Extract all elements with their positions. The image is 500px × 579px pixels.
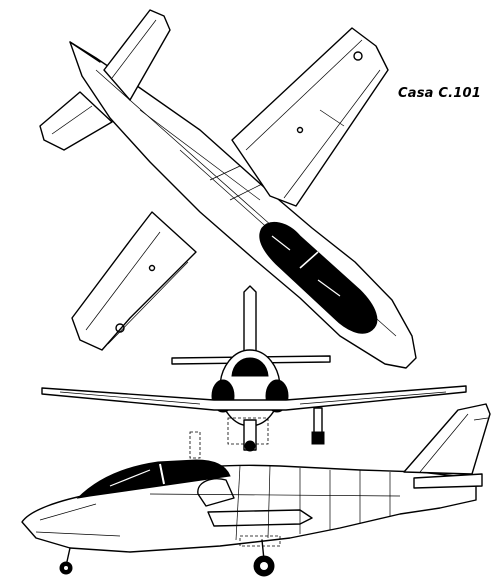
aircraft-title: Casa C.101 <box>398 86 481 101</box>
side-canopy <box>76 459 231 499</box>
side-tailplane <box>413 473 483 489</box>
plan-wing-right <box>231 27 389 207</box>
plan-nose-probe <box>69 41 101 63</box>
plan-wing-left <box>71 211 197 351</box>
plan-view <box>39 9 417 369</box>
front-fin <box>243 285 257 353</box>
side-view <box>21 403 491 577</box>
plan-tailplane-left <box>39 91 113 151</box>
front-main-gear-left <box>189 431 201 459</box>
front-view <box>41 285 467 459</box>
plan-tailplane-right <box>103 9 171 101</box>
front-canopy <box>231 357 269 377</box>
plan-canopy <box>259 221 378 334</box>
side-fuselage <box>21 464 477 553</box>
side-wing <box>207 509 313 527</box>
